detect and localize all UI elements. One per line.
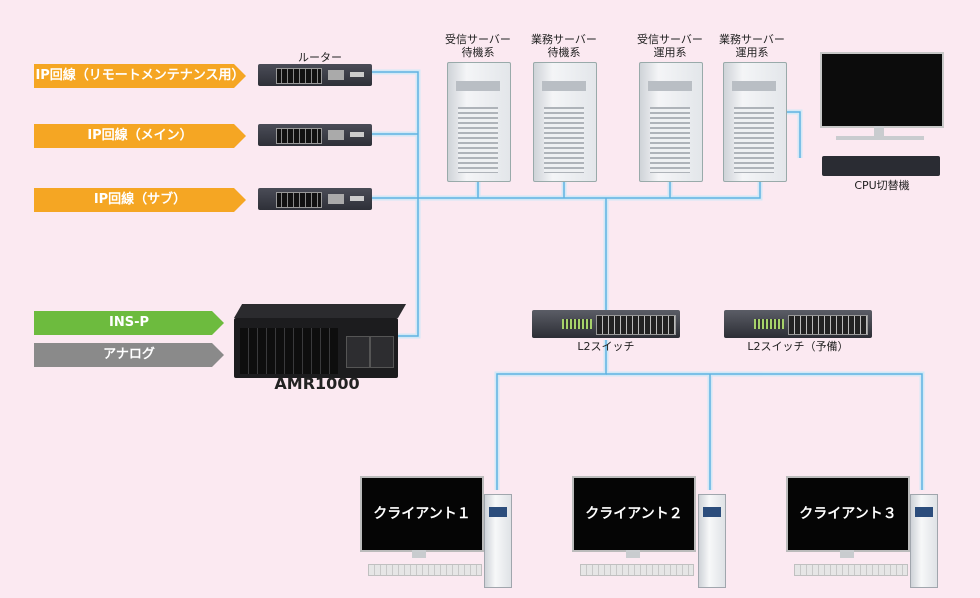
l2-switch <box>532 310 680 338</box>
monitor-stand <box>626 550 640 558</box>
monitor-stand <box>840 550 854 558</box>
server-business-standby <box>533 62 597 182</box>
router-maintenance <box>258 64 372 86</box>
console-keyboard <box>836 136 924 140</box>
line-ip-maintenance: IP回線（リモートメンテナンス用） <box>34 64 246 88</box>
server-label: 受信サーバー待機系 <box>445 33 511 59</box>
monitor-stand <box>412 550 426 558</box>
l2-switch-spare-label: L2スイッチ（予備） <box>747 340 849 353</box>
line-ip-sub: IP回線（サブ） <box>34 188 246 212</box>
server-receive-active <box>639 62 703 182</box>
amr1000-unit <box>234 304 407 378</box>
monitor-stand <box>874 126 884 136</box>
line-analog: アナログ <box>34 343 224 367</box>
line-ip-main: IP回線（メイン） <box>34 124 246 148</box>
server-label: 受信サーバー運用系 <box>637 33 703 59</box>
amr1000-label: AMR1000 <box>274 374 360 393</box>
client-monitor-1: クライアント１ <box>360 476 484 552</box>
l2-switch-spare <box>724 310 872 338</box>
router-label: ルーター <box>298 51 342 64</box>
client-tower-1 <box>484 494 512 588</box>
router-sub <box>258 188 372 210</box>
server-receive-standby <box>447 62 511 182</box>
router-main <box>258 124 372 146</box>
client-keyboard <box>580 564 694 576</box>
client-keyboard <box>794 564 908 576</box>
server-label: 業務サーバー待機系 <box>531 33 597 59</box>
client-monitor-2: クライアント２ <box>572 476 696 552</box>
line-ins-p: INS-P <box>34 311 224 335</box>
l2-switch-label: L2スイッチ <box>577 340 635 353</box>
server-business-active <box>723 62 787 182</box>
client-keyboard <box>368 564 482 576</box>
cpu-switch-label: CPU切替機 <box>854 179 910 192</box>
server-label: 業務サーバー運用系 <box>719 33 785 59</box>
cpu-switch-unit <box>822 156 940 176</box>
client-tower-2 <box>698 494 726 588</box>
client-tower-3 <box>910 494 938 588</box>
client-monitor-3: クライアント３ <box>786 476 910 552</box>
console-monitor <box>820 52 944 128</box>
